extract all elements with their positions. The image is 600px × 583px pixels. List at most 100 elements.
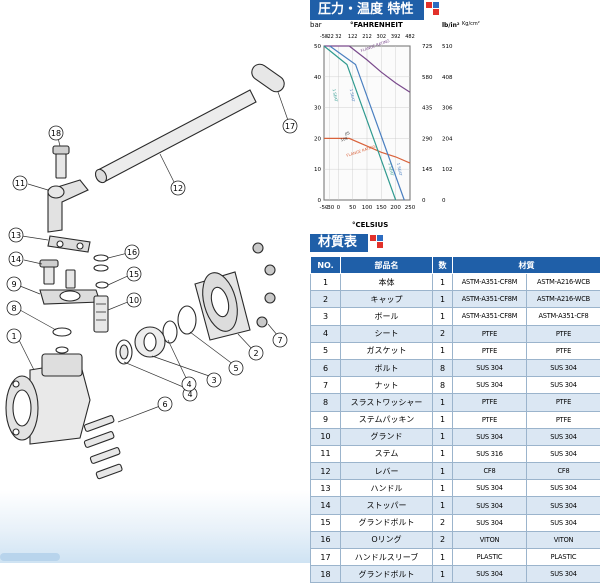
chart-section-title: 圧力・温度 特性 — [318, 2, 414, 17]
x-tick-label-celsius: 200 — [390, 205, 401, 211]
cell-no: 12 — [311, 463, 341, 480]
svg-text:17: 17 — [285, 122, 295, 131]
cell-no: 16 — [311, 531, 341, 548]
x-tick-label-celsius: 250 — [405, 205, 416, 211]
col-header-qty: 数 — [433, 257, 453, 274]
cell-material-1: SUS 304 — [453, 480, 527, 497]
cell-part-name: ハンドル — [341, 480, 433, 497]
y-axis-label-kg: Kg/cm² — [462, 21, 480, 27]
y-tick-label-bar: 20 — [314, 136, 321, 142]
cell-part-name: 本体 — [341, 274, 433, 291]
cell-material-2: SUS 304 — [527, 514, 600, 531]
callout-3: 3 — [207, 373, 221, 387]
x-tick-label-celsius: 0 — [337, 205, 341, 211]
accent-square-blue — [433, 2, 439, 8]
cell-material-2: ASTM-A216-WCB — [527, 274, 600, 291]
y-axis-label-psi: lb/in² — [442, 22, 460, 29]
cell-material-2: CF8 — [527, 463, 600, 480]
chart-section-header: 圧力・温度 特性 — [310, 0, 424, 20]
x-tick-label-celsius: -30 — [325, 205, 334, 211]
cell-qty: 2 — [433, 531, 453, 548]
cell-part-name: ボルト — [341, 359, 433, 376]
handle-sleeve-part — [249, 61, 288, 95]
cell-material-2: PTFE — [527, 342, 600, 359]
cell-qty: 8 — [433, 377, 453, 394]
cell-material-1: PTFE — [453, 325, 527, 342]
svg-text:11: 11 — [15, 179, 25, 188]
col-header-material: 材質 — [453, 257, 600, 274]
cell-part-name: グランドボルト — [341, 566, 433, 583]
cell-material-1: SUS 316 — [453, 445, 527, 462]
x-tick-label-fahrenheit: 32 — [335, 34, 341, 40]
callout-6: 6 — [158, 397, 172, 411]
callout-16: 16 — [125, 245, 139, 259]
gasket-part — [178, 306, 196, 334]
cell-no: 8 — [311, 394, 341, 411]
pressure-temperature-chart: bar °FAHRENHEIT lb/in² Kg/cm² °CELSIUS -… — [310, 18, 600, 238]
cell-no: 9 — [311, 411, 341, 428]
y-tick-label-psi: 580 — [422, 75, 433, 81]
y-tick-label-psi: 725 — [422, 44, 433, 50]
cell-material-2: SUS 304 — [527, 359, 600, 376]
y-tick-label-psi: 0 — [422, 198, 426, 204]
cell-part-name: シート — [341, 325, 433, 342]
callout-10: 9 — [7, 277, 21, 291]
cell-part-name: ナット — [341, 377, 433, 394]
callout-4b: 4 — [182, 377, 196, 391]
svg-text:8: 8 — [11, 304, 16, 313]
svg-text:3: 3 — [211, 376, 216, 385]
cell-part-name: レバー — [341, 463, 433, 480]
cell-material-2: PTFE — [527, 411, 600, 428]
table-section-header: 材質表 — [310, 234, 368, 252]
accent-square-blue — [377, 235, 383, 241]
callout-15: 14 — [9, 252, 23, 266]
cell-part-name: Oリング — [341, 531, 433, 548]
stopper-part — [48, 236, 90, 252]
svg-text:15: 15 — [129, 270, 139, 279]
svg-text:7: 7 — [277, 336, 282, 345]
bolts-6-part — [84, 415, 123, 479]
cell-qty: 1 — [433, 308, 453, 325]
cell-qty: 8 — [433, 359, 453, 376]
cell-part-name: ストッパー — [341, 497, 433, 514]
y-tick-label-bar: 0 — [318, 198, 322, 204]
cell-part-name: ガスケット — [341, 342, 433, 359]
cell-material-2: SUS 304 — [527, 566, 600, 583]
accent-square-red — [370, 235, 376, 241]
y-tick-label-kg: 408 — [442, 75, 453, 81]
callout-9: 8 — [7, 301, 21, 315]
svg-text:6: 6 — [162, 400, 167, 409]
svg-text:18: 18 — [51, 129, 61, 138]
x-tick-label-celsius: 50 — [349, 205, 356, 211]
cell-qty: 1 — [433, 549, 453, 566]
y-tick-label-psi: 290 — [422, 136, 433, 142]
cell-material-1: PTFE — [453, 342, 527, 359]
svg-text:5: 5 — [233, 364, 238, 373]
col-header-no: NO. — [311, 257, 341, 274]
cell-material-2: ASTM-A216-WCB — [527, 291, 600, 308]
svg-text:4: 4 — [186, 380, 191, 389]
accent-square-red — [433, 9, 439, 15]
table-section-title: 材質表 — [318, 235, 357, 250]
y-tick-label-bar: 50 — [314, 44, 321, 50]
callout-12: 11 — [13, 176, 27, 190]
cell-material-1: SUS 304 — [453, 566, 527, 583]
cell-material-2: VITON — [527, 531, 600, 548]
cell-material-2: ASTM-A351-CF8 — [527, 308, 600, 325]
thrust-washer-part — [96, 282, 108, 288]
callout-14: 13 — [9, 228, 23, 242]
cell-qty: 1 — [433, 566, 453, 583]
y-tick-label-kg: 306 — [442, 106, 453, 112]
callout-1: 1 — [7, 329, 21, 343]
cell-material-1: ASTM-A351-CF8M — [453, 274, 527, 291]
cell-qty: 1 — [433, 291, 453, 308]
